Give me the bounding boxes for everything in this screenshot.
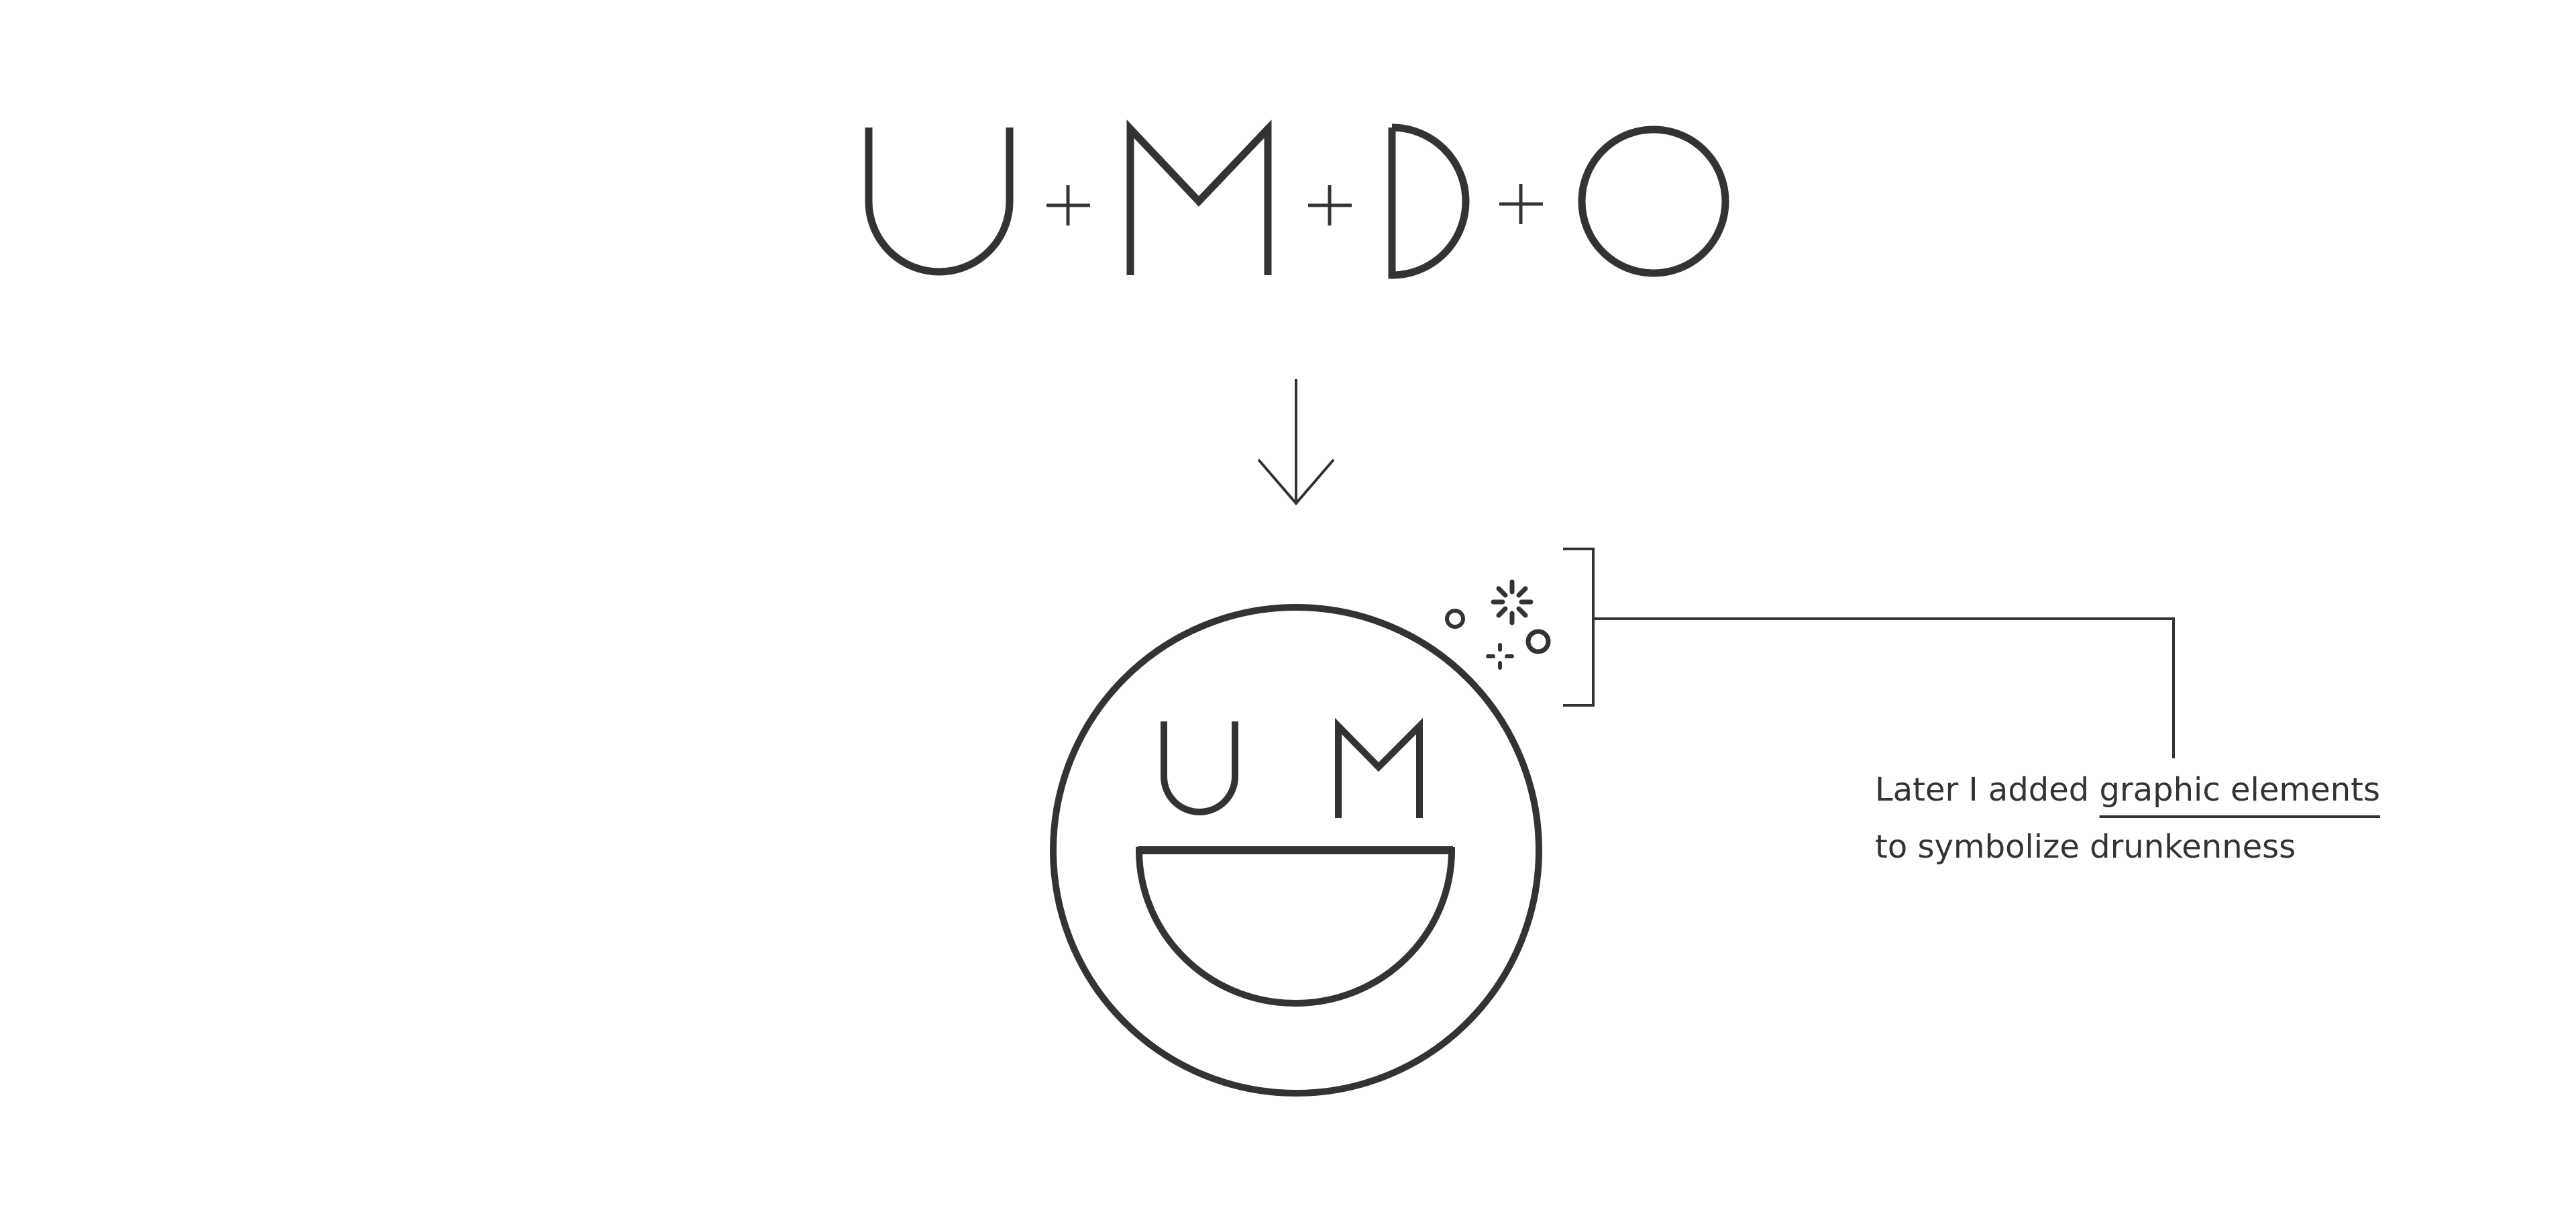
formula-letter-d (1388, 123, 1470, 279)
logo-letter-m (1335, 717, 1423, 818)
formula-letter-o (1578, 125, 1729, 277)
logo-mouth-d (1135, 847, 1456, 1007)
tiny-sparkle-icon (1486, 643, 1514, 670)
caption-prefix: Later I added (1875, 771, 2100, 809)
caption-highlight: graphic elements (2099, 771, 2380, 809)
plus-icon (1308, 185, 1352, 225)
logo-face (1050, 604, 1542, 1097)
logo-circle (1050, 604, 1542, 1097)
plus-icon (1499, 184, 1543, 224)
decoration-group (1445, 579, 1551, 670)
logo-letter-u (1161, 721, 1238, 815)
small-circle-icon (1445, 609, 1465, 629)
formula-letter-u (865, 128, 1014, 276)
sparkle-icon (1491, 579, 1534, 625)
formula-row (865, 119, 1729, 279)
arrow-down-icon (1257, 379, 1335, 506)
callout-caption: Later I added graphic elements to symbol… (1875, 762, 2412, 876)
caption-line-1: Later I added graphic elements (1875, 762, 2412, 819)
callout-bracket (1563, 548, 2175, 758)
formula-letter-m (1126, 119, 1272, 275)
caption-line-2: to symbolize drunkenness (1875, 828, 2296, 866)
ring-icon (1525, 629, 1551, 654)
plus-icon (1046, 185, 1090, 225)
callout-connector (1593, 617, 2175, 758)
